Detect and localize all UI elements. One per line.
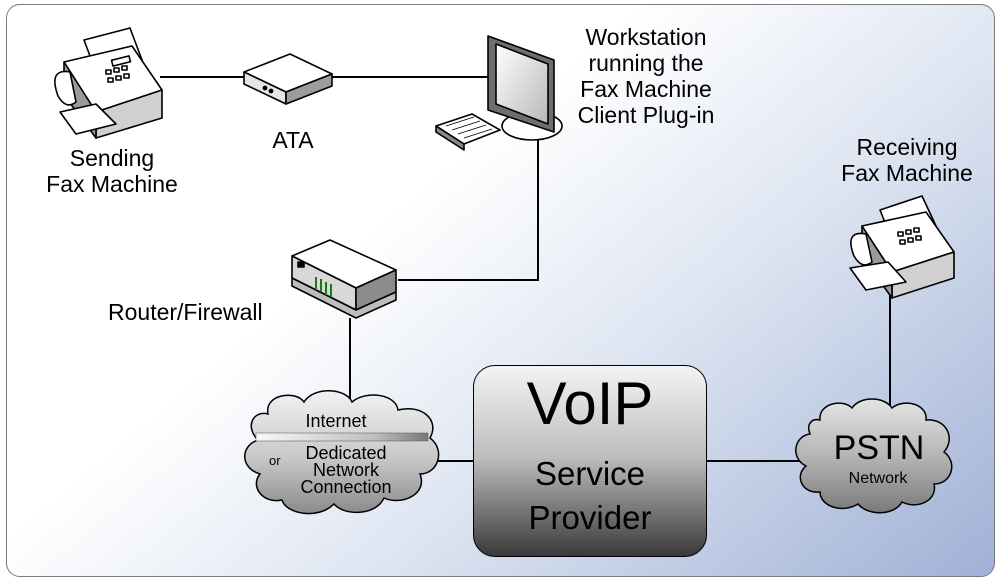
- workstation-label-line1: Workstation: [585, 24, 707, 50]
- internet-label: Internet: [305, 411, 367, 431]
- router-label: Router/Firewall: [108, 299, 263, 325]
- network-label-line: Network: [312, 460, 380, 480]
- sending-fax-label-line2: Fax Machine: [46, 171, 178, 197]
- dedicated-label-line: Dedicated: [305, 443, 387, 463]
- workstation-label-line3: Fax Machine: [580, 76, 712, 102]
- receiving-fax-label: Receiving Fax Machine: [841, 134, 973, 186]
- voip-provider-label: Provider: [528, 499, 652, 536]
- voip-service-label: Service: [534, 455, 646, 492]
- receiving-fax-label-line1: Receiving: [856, 134, 958, 160]
- dedicated-network-label: Dedicated Network Connection: [300, 443, 392, 497]
- workstation-label: Workstation running the Fax Machine Clie…: [578, 24, 715, 128]
- receiving-fax-icon: [849, 195, 955, 299]
- voip-title: VoIP: [526, 370, 654, 437]
- pstn-cloud-shape: [795, 398, 953, 514]
- receiving-fax-label-line2: Fax Machine: [841, 160, 973, 186]
- sending-fax-label-line1: Sending: [69, 145, 155, 171]
- ata-label: ATA: [272, 127, 314, 153]
- connection-label-line: Connection: [300, 477, 392, 497]
- internet-separator-bar: [255, 432, 429, 442]
- ata-device-icon: [243, 53, 333, 105]
- workstation-icon: [435, 35, 563, 151]
- pstn-subtitle: Network: [848, 470, 908, 487]
- router-firewall-icon: [291, 239, 397, 319]
- internet-cloud-shape: [244, 390, 440, 515]
- workstation-label-line2: running the: [588, 50, 704, 76]
- voip-service-provider-box: VoIP Service Provider: [473, 365, 707, 557]
- pstn-title: PSTN: [833, 429, 925, 467]
- link-workstation-router: [398, 140, 539, 281]
- workstation-label-line4: Client Plug-in: [577, 102, 715, 128]
- sending-fax-label: Sending Fax Machine: [46, 145, 178, 197]
- sending-fax-icon: [54, 27, 163, 139]
- or-label: or: [269, 453, 281, 468]
